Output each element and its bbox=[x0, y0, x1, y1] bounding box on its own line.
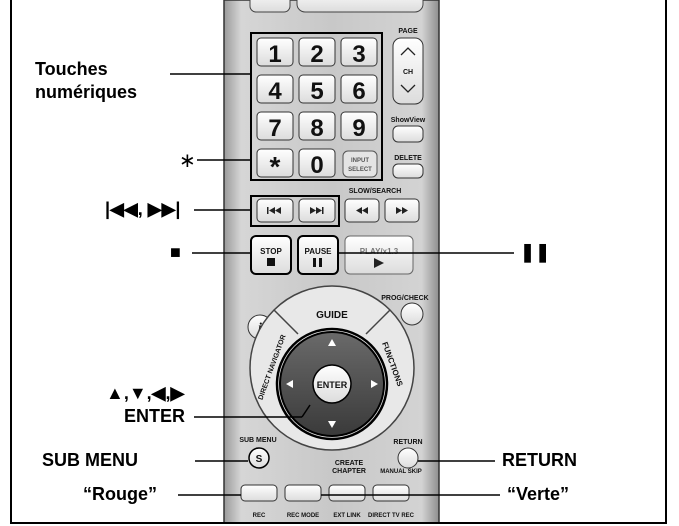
delete-text: DELETE bbox=[394, 155, 422, 162]
ring-divider-2 bbox=[365, 309, 391, 335]
direct-tv-rec-text: DIRECT TV REC bbox=[368, 513, 415, 519]
key-6-text: 6 bbox=[352, 78, 365, 105]
enter-label: ENTER bbox=[124, 406, 186, 426]
ch-up-icon bbox=[400, 47, 416, 56]
remote-illustration: 1 2 3 4 5 6 7 8 9 * 0 PAGE CH ShowView I… bbox=[170, 0, 514, 522]
prog-check-text: PROG/CHECK bbox=[381, 295, 428, 302]
stop-label: ■ bbox=[170, 242, 181, 262]
key-1 bbox=[256, 37, 294, 67]
select-text: SELECT bbox=[348, 167, 372, 173]
slow-search-text: SLOW/SEARCH bbox=[349, 188, 402, 195]
skip-back-icon bbox=[269, 207, 281, 214]
key-9-text: 9 bbox=[352, 115, 365, 142]
guide-text: GUIDE bbox=[316, 310, 348, 321]
sub-menu-button bbox=[248, 447, 270, 469]
key-5 bbox=[298, 74, 336, 104]
diagram-frame: 1 2 3 4 5 6 7 8 9 * 0 PAGE CH ShowView I… bbox=[10, 0, 667, 524]
play-icon bbox=[374, 258, 384, 268]
key-2 bbox=[298, 37, 336, 67]
arrows-label: ▲,▼,◀,▶ bbox=[106, 383, 185, 403]
stop-icon bbox=[267, 258, 275, 266]
pause-label: ❚❚ bbox=[520, 242, 551, 262]
enter-button bbox=[312, 364, 352, 404]
s-text: S bbox=[256, 454, 263, 465]
skip-label: |◀◀, ▶▶| bbox=[105, 199, 181, 219]
green-label: “Verte” bbox=[507, 484, 570, 504]
page-text: PAGE bbox=[398, 28, 418, 35]
key-7 bbox=[256, 111, 294, 141]
pause-icon-left bbox=[313, 258, 316, 267]
stop-button bbox=[250, 235, 292, 275]
delete-button bbox=[392, 163, 424, 179]
key-4 bbox=[256, 74, 294, 104]
rec-mode-text: REC MODE bbox=[287, 513, 319, 519]
key-asterisk-text: * bbox=[270, 151, 281, 182]
key-1-text: 1 bbox=[268, 41, 281, 68]
key-8 bbox=[298, 111, 336, 141]
ext-link-text: EXT LINK bbox=[333, 513, 361, 519]
pause-text: PAUSE bbox=[305, 247, 333, 256]
ch-down-icon bbox=[400, 84, 416, 93]
top-button-left bbox=[249, 0, 291, 13]
arrows-enter-leader bbox=[301, 404, 311, 418]
input-select-button bbox=[342, 150, 378, 178]
input-text: INPUT bbox=[351, 158, 369, 164]
ring-divider-1 bbox=[273, 309, 299, 335]
green-button bbox=[284, 484, 322, 502]
red-button bbox=[240, 484, 278, 502]
ch-rocker bbox=[392, 37, 424, 105]
cursor-left-icon bbox=[286, 380, 293, 388]
prog-check-button bbox=[400, 302, 424, 326]
cursor-right-icon bbox=[371, 380, 378, 388]
sub-menu-text: SUB MENU bbox=[239, 437, 276, 444]
stop-text: STOP bbox=[260, 247, 282, 256]
key-9 bbox=[340, 111, 378, 141]
numeric-keys-label-line2: numériques bbox=[35, 82, 138, 102]
key-0-text: 0 bbox=[310, 152, 323, 179]
skip-keys-frame bbox=[250, 195, 340, 227]
top-button-right bbox=[296, 0, 424, 13]
key-7-text: 7 bbox=[268, 115, 281, 142]
key-8-text: 8 bbox=[310, 115, 323, 142]
key-3-text: 3 bbox=[352, 41, 365, 68]
manual-skip-text: MANUAL SKIP bbox=[380, 469, 422, 475]
key-0 bbox=[298, 148, 336, 178]
key-4-text: 4 bbox=[268, 78, 282, 105]
chapter-text: CHAPTER bbox=[332, 468, 366, 475]
rewind-icon bbox=[356, 207, 368, 214]
numeric-keys-label-line1: Touches bbox=[35, 59, 108, 79]
cursor-ring-outline bbox=[275, 327, 389, 441]
red-label: “Rouge” bbox=[83, 484, 157, 504]
pause-button bbox=[297, 235, 339, 275]
pause-icon-right bbox=[319, 258, 322, 267]
blue-button bbox=[372, 484, 410, 502]
play-text: PLAY/x1.3 bbox=[360, 247, 399, 256]
return-button bbox=[397, 447, 419, 469]
sub-menu-label: SUB MENU bbox=[42, 450, 139, 470]
skip-back-bar-icon bbox=[267, 207, 269, 214]
numeric-keys-frame bbox=[250, 32, 383, 181]
return-label: RETURN bbox=[502, 450, 577, 470]
number-keys bbox=[256, 37, 378, 178]
skip-forward-icon bbox=[310, 207, 322, 214]
key-5-text: 5 bbox=[310, 78, 323, 105]
cursor-up-icon bbox=[328, 339, 336, 346]
yellow-button bbox=[328, 484, 366, 502]
create-text: CREATE bbox=[335, 460, 364, 467]
key-6 bbox=[340, 74, 378, 104]
enter-text: ENTER bbox=[317, 380, 348, 390]
return-text: RETURN bbox=[393, 439, 422, 446]
cursor-down-icon bbox=[328, 421, 336, 428]
key-2-text: 2 bbox=[310, 41, 323, 68]
showview-text: ShowView bbox=[391, 117, 426, 124]
key-3 bbox=[340, 37, 378, 67]
ch-text: CH bbox=[403, 69, 413, 76]
showview-button bbox=[392, 125, 424, 143]
asterisk-label: ∗ bbox=[179, 150, 196, 172]
key-asterisk bbox=[256, 148, 294, 178]
skip-forward-bar-icon bbox=[322, 207, 324, 214]
fast-forward-icon bbox=[396, 207, 408, 214]
rec-text: REC bbox=[253, 513, 266, 519]
play-button bbox=[344, 235, 414, 275]
